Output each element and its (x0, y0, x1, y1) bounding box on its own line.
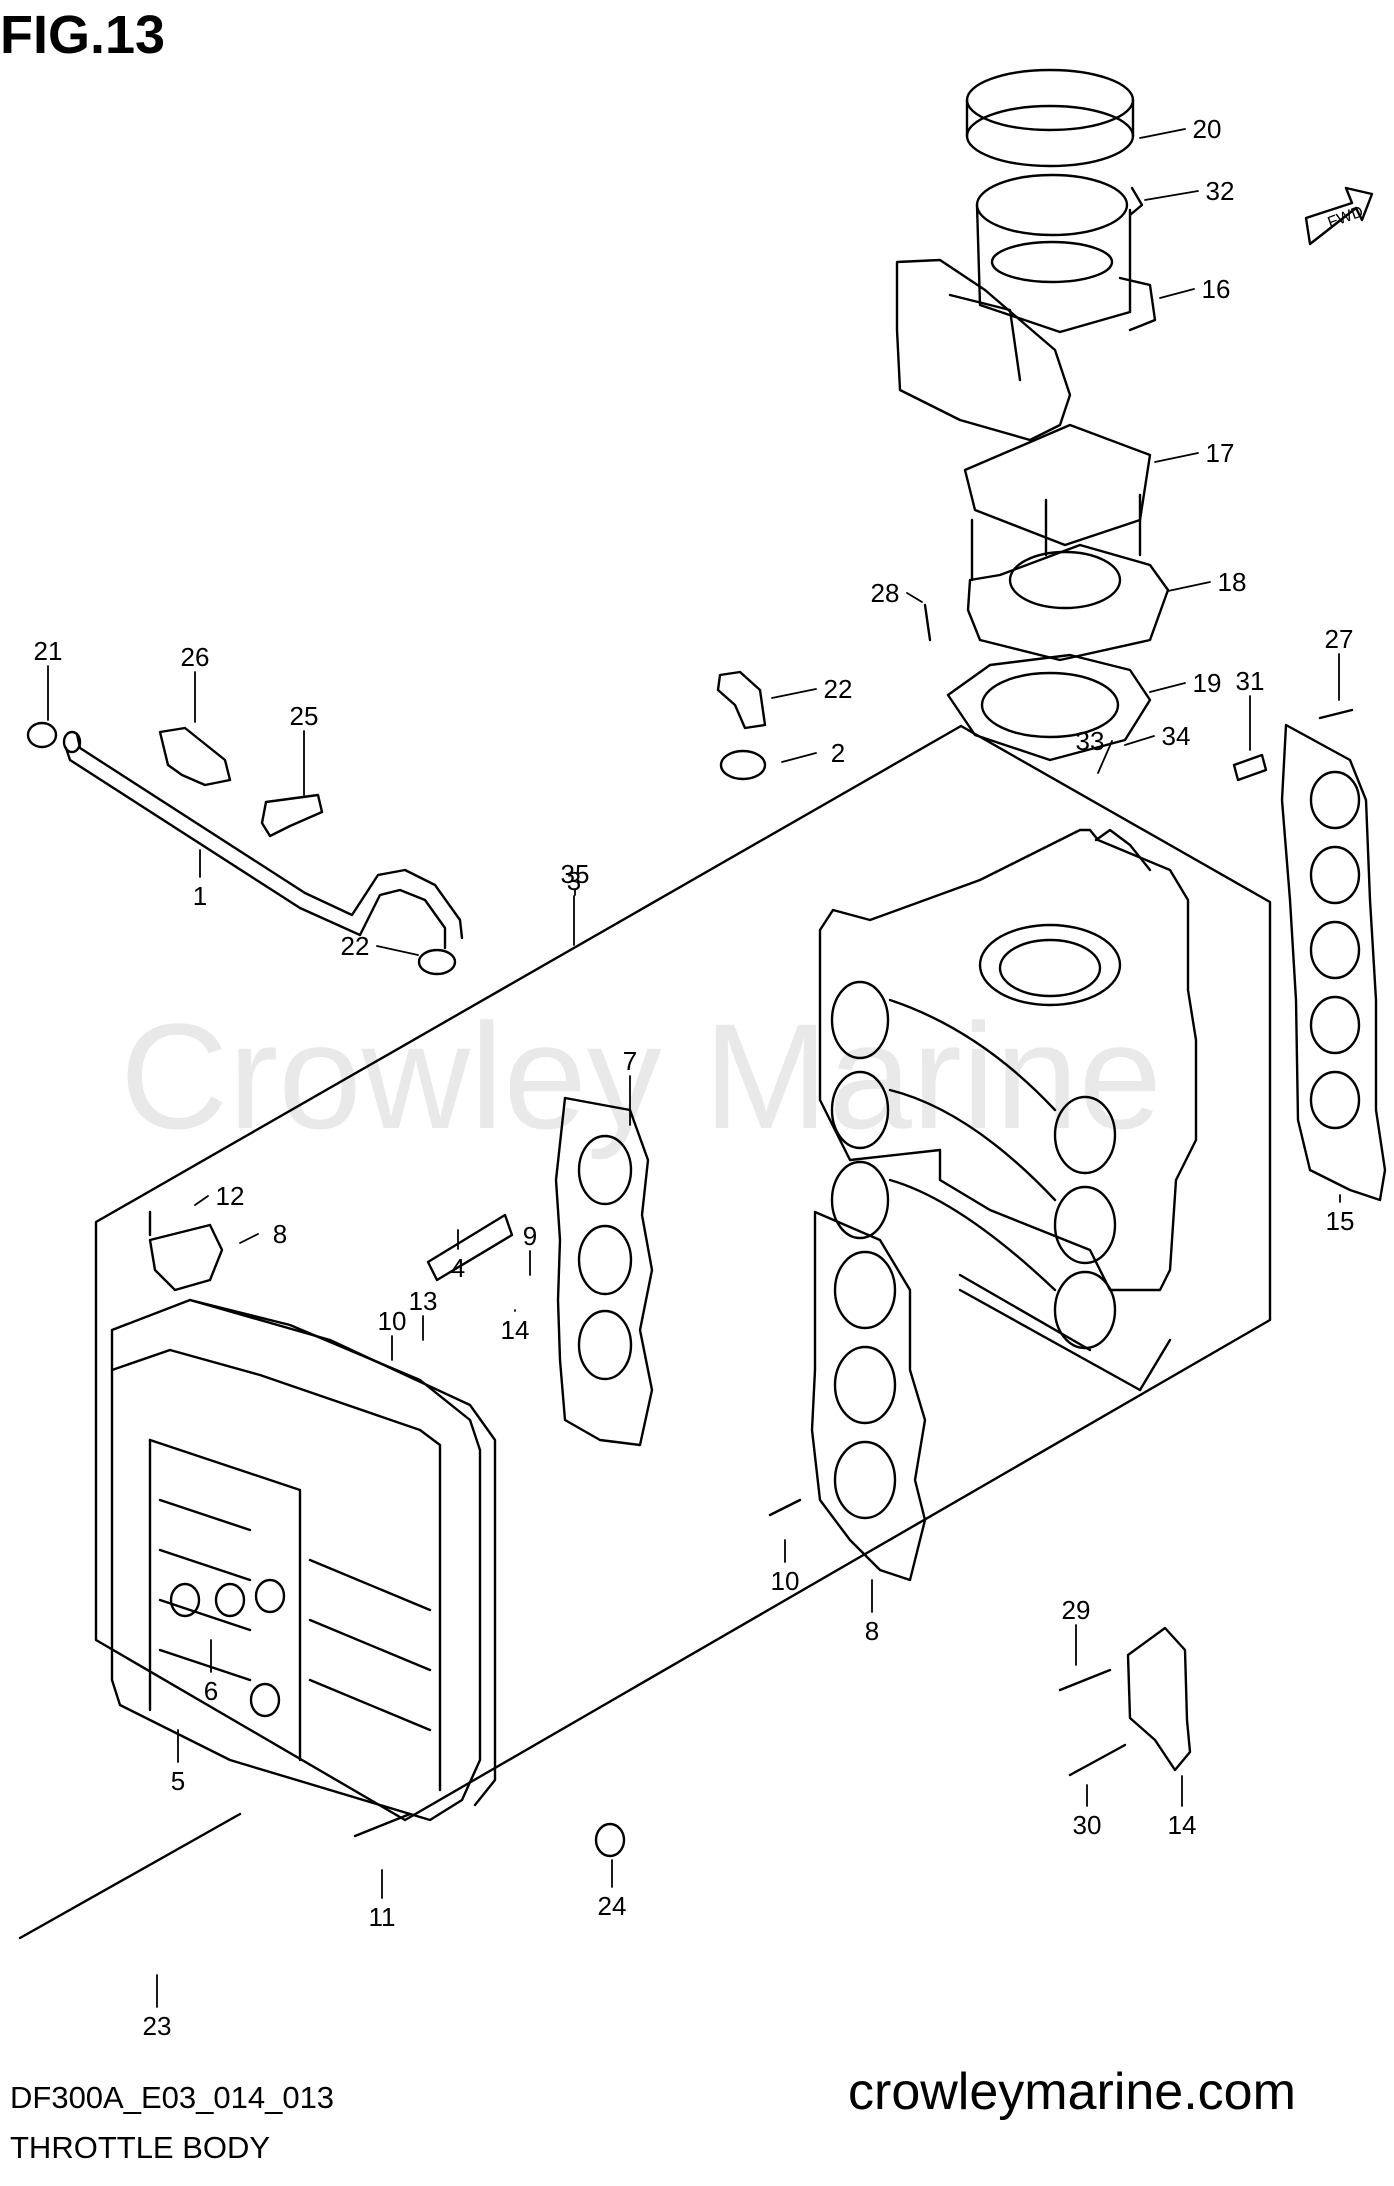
callout-27: 27 (1325, 624, 1354, 654)
callout-10: 10 (378, 1306, 407, 1336)
intake-manifold-part (818, 828, 1198, 1392)
leader-line-19 (1149, 682, 1186, 693)
cover-gasket-part (188, 1298, 497, 1807)
site-url-text: crowleymarine.com (848, 2063, 1296, 2121)
bolt-12 (353, 1812, 412, 1838)
callout-29: 29 (1062, 1595, 1091, 1625)
manifold-gasket-far-right (1280, 723, 1387, 1202)
leader-line-28 (906, 592, 923, 603)
leader-line-22 (771, 688, 817, 699)
leader-line-2 (781, 752, 817, 763)
hose-holder-part (158, 726, 232, 787)
bolt-24 (18, 1812, 242, 1940)
diagram-name-text: THROTTLE BODY (10, 2130, 271, 2165)
watermark-text: Crowley Marine (120, 992, 1162, 1160)
callout-22: 22 (824, 674, 853, 704)
silencer-cover-part (110, 1298, 482, 1822)
stud-28 (1318, 708, 1354, 720)
callout-31: 31 (1236, 666, 1265, 696)
hose-elbow-part (716, 670, 767, 730)
callout-9: 9 (523, 1221, 537, 1251)
callout-11: 11 (369, 1902, 396, 1932)
callout-14: 14 (501, 1315, 530, 1345)
callout-1: 1 (193, 881, 207, 911)
callout-14: 14 (1168, 1810, 1197, 1840)
callout-4: 4 (451, 1253, 465, 1283)
hose-bracket-part (260, 793, 324, 838)
callout-34: 34 (1162, 721, 1191, 751)
callout-18: 18 (1218, 567, 1247, 597)
breather-hose-part (62, 730, 464, 950)
bolt-31 (1068, 1743, 1127, 1777)
leader-line-20 (1139, 128, 1186, 139)
callout-3: 3 (567, 866, 581, 896)
hose-clamp-upper (26, 721, 58, 749)
callout-20: 20 (1193, 114, 1222, 144)
nut-33 (1128, 186, 1144, 217)
diagram-code-text: DF300A_E03_014_013 (10, 2080, 335, 2115)
grommet-part (719, 749, 767, 781)
callout-23: 23 (143, 2011, 172, 2041)
hose-clamp-lower (417, 948, 457, 976)
leader-line-8 (239, 1233, 259, 1244)
callout-22: 22 (341, 931, 370, 961)
callout-5: 5 (171, 1766, 185, 1796)
callout-10: 10 (771, 1566, 800, 1596)
assembly-box (94, 724, 1272, 1822)
figure-title: FIG.13 (0, 5, 166, 65)
callout-26: 26 (181, 642, 210, 672)
leader-line-34 (1124, 735, 1155, 746)
bolt-30 (1058, 1668, 1112, 1692)
seal-ring-part (965, 68, 1135, 168)
mount-bracket-part (1126, 1626, 1192, 1772)
collar-32 (1232, 753, 1268, 782)
callout-12: 12 (216, 1181, 245, 1211)
throttle-gasket-part (963, 423, 1152, 547)
callout-24: 24 (598, 1891, 627, 1921)
leader-line-12 (194, 1195, 209, 1206)
callout-32: 32 (1206, 176, 1235, 206)
callout-16: 16 (1202, 274, 1231, 304)
pipe-4 (426, 1213, 514, 1282)
callout-17: 17 (1206, 438, 1235, 468)
fwd-arrow-icon (1304, 186, 1374, 246)
callout-2: 2 (831, 738, 845, 768)
callout-25: 25 (290, 701, 319, 731)
leader-line-17 (1154, 452, 1199, 463)
adapter-gasket-part (946, 653, 1152, 762)
leader-line-22 (376, 945, 419, 956)
callout-35: 35 (561, 859, 590, 889)
callout-19: 19 (1193, 668, 1222, 698)
bolt-11 (768, 1498, 802, 1517)
callout-28: 28 (871, 578, 900, 608)
leader-line-32 (1144, 190, 1199, 201)
leader-line-33 (1097, 740, 1113, 774)
leader-line-18 (1167, 581, 1211, 592)
callout-6: 6 (204, 1676, 218, 1706)
nut-25 (594, 1822, 626, 1858)
callout-8: 8 (865, 1616, 879, 1646)
fwd-badge-label: FWD (1326, 203, 1366, 231)
callout-15: 15 (1326, 1206, 1355, 1236)
callout-8: 8 (273, 1219, 287, 1249)
sensor-part (148, 1223, 224, 1292)
manifold-gasket-right (810, 1210, 927, 1582)
callout-13: 13 (409, 1286, 438, 1316)
bolt-29 (923, 603, 932, 642)
manifold-gasket-center (554, 1096, 654, 1447)
callout-7: 7 (623, 1046, 637, 1076)
leader-lines (47, 128, 1341, 2008)
leader-line-16 (1159, 288, 1195, 299)
callout-30: 30 (1073, 1810, 1102, 1840)
callout-21: 21 (34, 636, 63, 666)
throttle-body-part (895, 173, 1157, 442)
throttle-adapter-part (966, 493, 1170, 662)
callout-33: 33 (1076, 726, 1105, 756)
